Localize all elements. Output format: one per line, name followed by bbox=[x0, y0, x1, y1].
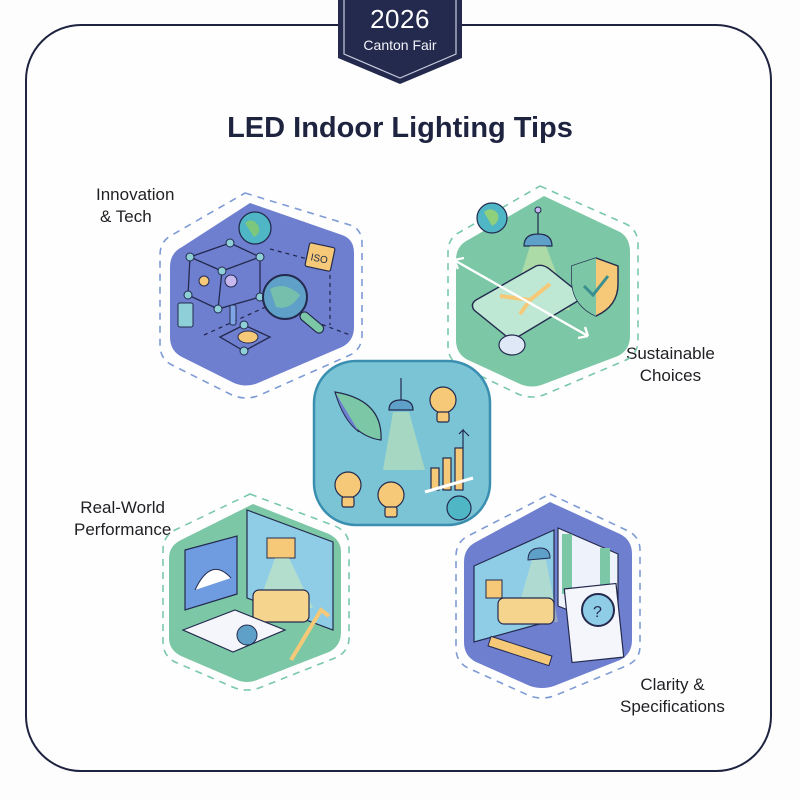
badge-year: 2026 bbox=[370, 4, 430, 34]
network-globe-iso-magnifier-icon: ISO bbox=[159, 192, 363, 399]
shield-badge-icon bbox=[338, 0, 462, 84]
svg-text:?: ? bbox=[593, 604, 602, 621]
label-sustainable: Sustainable Choices bbox=[626, 344, 715, 385]
page-title: LED Indoor Lighting Tips bbox=[227, 112, 573, 144]
year-badge: 2026 Canton Fair bbox=[336, 0, 464, 84]
label-innovation: Innovation & Tech bbox=[96, 185, 175, 226]
svg-text:ISO: ISO bbox=[310, 252, 329, 266]
label-performance: Real-World Performance bbox=[74, 498, 172, 539]
badge-subtitle: Canton Fair bbox=[363, 37, 437, 53]
room-spec-sheet-magnifier-ruler-icon: ? bbox=[455, 493, 641, 699]
room-gauge-manual-sofa-icon bbox=[162, 493, 350, 691]
tablet-map-shield-lamp-icon bbox=[447, 185, 639, 398]
label-clarity: Clarity & Specifications bbox=[620, 675, 725, 716]
leaf-bulbs-lamp-growth-chart-icon bbox=[312, 359, 492, 527]
